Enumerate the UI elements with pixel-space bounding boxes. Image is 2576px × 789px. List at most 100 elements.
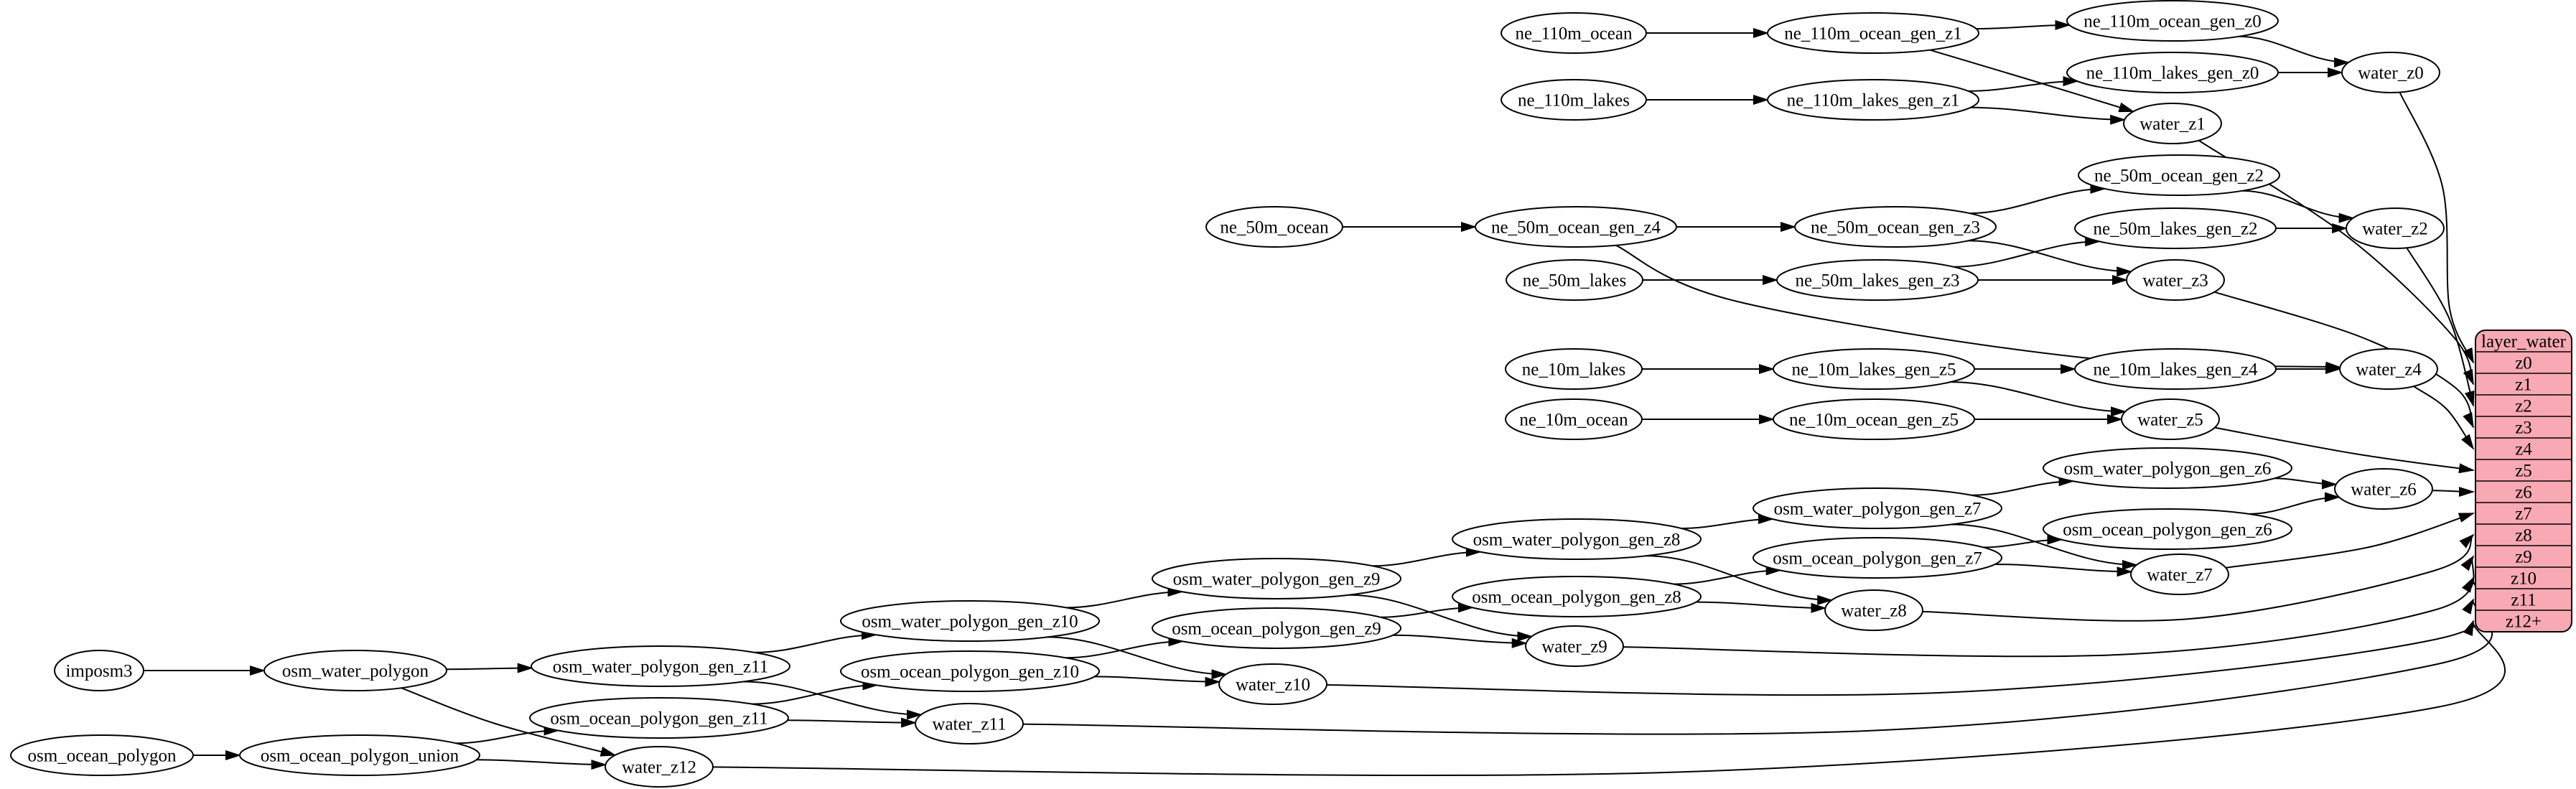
node-ne_10m_lakes_gen_z5-label: ne_10m_lakes_gen_z5 (1791, 360, 1956, 380)
node-water_z3: water_z3 (2126, 259, 2225, 301)
node-water_z11: water_z11 (915, 703, 1024, 744)
node-ne_110m_lakes_gen_z0-shape (2066, 52, 2279, 93)
edge-ne_50m_ocean_gen_z3-to-ne_50m_ocean_gen_z2 (1969, 183, 2106, 215)
node-ne_10m_lakes_gen_z5: ne_10m_lakes_gen_z5 (1773, 348, 1975, 390)
edge-ne_110m_ocean_gen_z0-to-water_z0 (2239, 35, 2351, 67)
edge-osm_ocean_polygon_gen_z11-to-osm_ocean_polygon_gen_z10 (752, 680, 879, 705)
node-ne_50m_ocean_gen_z2: ne_50m_ocean_gen_z2 (2078, 154, 2280, 196)
node-water_z7-shape (2130, 554, 2229, 595)
edge-osm_water_polygon_gen_z6-to-water_z6 (2274, 477, 2338, 490)
node-ne_50m_ocean_gen_z4-label: ne_50m_ocean_gen_z4 (1491, 218, 1661, 238)
node-ne_10m_lakes-label: ne_10m_lakes (1522, 360, 1625, 380)
node-water_z8-shape (1824, 589, 1923, 631)
edge-water_z9-to-layer_water-z9 (1623, 555, 2475, 658)
node-osm_water_polygon-label: osm_water_polygon (282, 662, 429, 681)
node-water_z10-shape (1218, 663, 1327, 705)
node-ne_110m_ocean_gen_z0-shape (2066, 0, 2279, 42)
node-water_z12-shape (605, 746, 714, 788)
node-ne_50m_lakes_gen_z2: ne_50m_lakes_gen_z2 (2074, 207, 2277, 249)
node-osm_ocean_polygon_union-shape (239, 734, 480, 776)
edge-ne_110m_lakes_gen_z1-to-water_z1 (1970, 106, 2127, 125)
record-row-z9: z9 (2515, 548, 2532, 567)
node-osm_water_polygon_gen_z8: osm_water_polygon_gen_z8 (1452, 518, 1702, 560)
node-imposm3-shape (54, 650, 144, 691)
node-imposm3-label: imposm3 (65, 662, 132, 681)
edge-osm_water_polygon_gen_z11-to-osm_water_polygon_gen_z10 (755, 630, 877, 653)
record-row-z1: z1 (2515, 375, 2532, 395)
edge-osm_water_polygon_gen_z10-to-water_z10 (1047, 636, 1228, 680)
node-ne_10m_ocean_gen_z5-shape (1773, 398, 1975, 440)
edge-osm_water_polygon_gen_z7-to-water_z7 (1951, 523, 2138, 570)
edge-osm_ocean_polygon_gen_z7-to-osm_ocean_polygon_gen_z6 (1983, 534, 2063, 548)
record-layer: layer_waterz0z1z2z3z4z5z6z7z8z9z10z11z12… (2475, 330, 2572, 632)
edge-osm_ocean_polygon_gen_z8-to-water_z8 (1696, 601, 1827, 613)
node-osm_ocean_polygon_gen_z11-label: osm_ocean_polygon_gen_z11 (550, 709, 767, 729)
edge-water_z5-to-layer_water-z5 (2214, 426, 2475, 474)
node-water_z6-label: water_z6 (2351, 480, 2417, 500)
node-osm_ocean_polygon_gen_z8-label: osm_ocean_polygon_gen_z8 (1472, 588, 1681, 607)
edge-water_z11-to-layer_water-z11 (1022, 598, 2493, 735)
node-osm_water_polygon_gen_z6-shape (2043, 447, 2292, 489)
node-osm_ocean_polygon_gen_z7-shape (1753, 537, 2002, 579)
edge-water_z4-to-layer_water-z4 (2413, 386, 2475, 450)
node-water_z2: water_z2 (2346, 207, 2445, 249)
record-row-z6: z6 (2515, 483, 2532, 503)
edge-osm_water_polygon_gen_z9-to-water_z9 (1348, 594, 1534, 642)
node-osm_water_polygon_gen_z9: osm_water_polygon_gen_z9 (1152, 558, 1401, 599)
node-ne_10m_ocean_gen_z5: ne_10m_ocean_gen_z5 (1773, 398, 1975, 440)
node-water_z5-shape (2121, 398, 2220, 440)
node-ne_50m_lakes_gen_z3: ne_50m_lakes_gen_z3 (1776, 259, 1979, 301)
record-title: layer_water (2481, 332, 2567, 352)
node-water_z7-label: water_z7 (2147, 566, 2213, 585)
record-row-z10: z10 (2511, 569, 2537, 589)
node-ne_110m_lakes: ne_110m_lakes (1501, 79, 1647, 121)
record-row-z8: z8 (2515, 526, 2532, 546)
edge-osm_ocean_polygon_union-to-osm_ocean_polygon_gen_z11 (455, 725, 560, 744)
edge-ne_50m_ocean_gen_z4-to-water_z4 (1615, 244, 2342, 372)
edge-ne_50m_ocean_gen_z3-to-water_z3 (1968, 240, 2133, 277)
node-ne_50m_lakes_gen_z2-shape (2074, 207, 2277, 249)
edge-osm_ocean_polygon_gen_z9-to-osm_ocean_polygon_gen_z8 (1380, 602, 1474, 618)
node-water_z3-label: water_z3 (2142, 271, 2208, 291)
edge-osm_water_polygon-to-water_z12 (401, 687, 617, 757)
node-ne_110m_ocean_gen_z1: ne_110m_ocean_gen_z1 (1767, 12, 1979, 54)
node-osm_ocean_polygon_gen_z10-label: osm_ocean_polygon_gen_z10 (861, 663, 1079, 682)
edge-water_z2-to-layer_water-z2 (2406, 247, 2475, 407)
edge-osm_water_polygon_gen_z7-to-osm_water_polygon_gen_z6 (1971, 476, 2075, 496)
node-osm_water_polygon_gen_z6: osm_water_polygon_gen_z6 (2043, 447, 2292, 489)
node-ne_50m_ocean_gen_z3-shape (1794, 206, 1997, 248)
edge-osm_ocean_polygon_gen_z6-to-water_z6 (2249, 492, 2341, 515)
edge-ne_10m_lakes_gen_z5-to-water_z5 (1950, 381, 2127, 417)
node-ne_50m_ocean_gen_z4: ne_50m_ocean_gen_z4 (1475, 206, 1677, 248)
node-water_z4: water_z4 (2339, 348, 2438, 390)
node-osm_water_polygon_gen_z10-shape (840, 600, 1100, 642)
node-osm_water_polygon_gen_z9-label: osm_water_polygon_gen_z9 (1173, 570, 1381, 589)
node-water_z2-shape (2346, 207, 2445, 249)
node-ne_50m_lakes: ne_50m_lakes (1506, 259, 1643, 301)
edge-water_z0-to-layer_water-z0 (2399, 92, 2474, 364)
edge-ne_50m_lakes_gen_z3-to-ne_50m_lakes_gen_z2 (1953, 236, 2101, 268)
edge-water_z8-to-layer_water-z8 (1922, 533, 2475, 622)
edge-osm_ocean_polygon_gen_z11-to-water_z11 (787, 717, 918, 728)
node-water_z8-label: water_z8 (1841, 602, 1907, 621)
node-water_z1-shape (2123, 103, 2222, 144)
edge-osm_water_polygon_gen_z9-to-osm_water_polygon_gen_z8 (1373, 546, 1482, 567)
node-osm_ocean_polygon_union-label: osm_ocean_polygon_union (261, 747, 459, 766)
edge-ne_50m_ocean_gen_z2-to-water_z2 (2242, 190, 2355, 223)
node-ne_50m_ocean_gen_z4-shape (1475, 206, 1677, 248)
node-imposm3: imposm3 (54, 650, 144, 691)
node-ne_10m_ocean: ne_10m_ocean (1505, 398, 1643, 440)
node-ne_110m_lakes_gen_z1-shape (1767, 79, 1979, 121)
edge-osm_ocean_polygon_gen_z7-to-water_z7 (1994, 564, 2133, 577)
node-water_z12: water_z12 (605, 746, 714, 788)
node-osm_ocean_polygon_gen_z10-shape (840, 650, 1100, 692)
node-osm_ocean_polygon_gen_z11: osm_ocean_polygon_gen_z11 (529, 697, 789, 739)
node-water_z10: water_z10 (1218, 663, 1327, 705)
node-water_z7: water_z7 (2130, 554, 2229, 595)
node-osm_water_polygon: osm_water_polygon (263, 650, 447, 691)
node-osm_water_polygon_gen_z10: osm_water_polygon_gen_z10 (840, 600, 1100, 642)
edge-ne_110m_ocean_gen_z1-to-ne_110m_ocean_gen_z0 (1976, 19, 2071, 30)
